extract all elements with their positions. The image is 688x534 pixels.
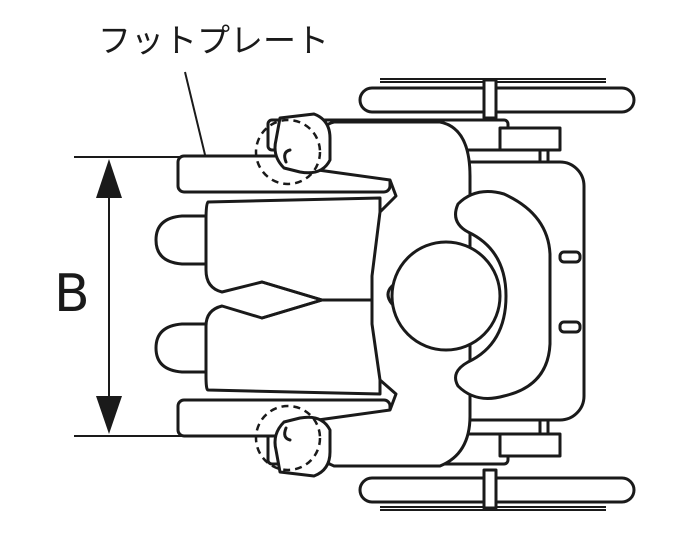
hands bbox=[273, 112, 332, 478]
handrim-circle-top bbox=[254, 118, 322, 186]
wheel-top bbox=[358, 78, 636, 120]
dimension-arrow-bottom bbox=[96, 396, 122, 434]
legs bbox=[204, 196, 382, 396]
head bbox=[386, 240, 502, 352]
handrim-circle-bottom bbox=[254, 404, 322, 472]
feet bbox=[154, 214, 214, 374]
dimension-b-label: B bbox=[54, 264, 90, 324]
dimension-arrow-top bbox=[96, 159, 122, 198]
arms bbox=[454, 190, 552, 400]
footplate-label: フットプレート bbox=[98, 21, 329, 60]
dimension-b: B bbox=[54, 156, 232, 437]
wheel-bottom bbox=[358, 468, 636, 511]
